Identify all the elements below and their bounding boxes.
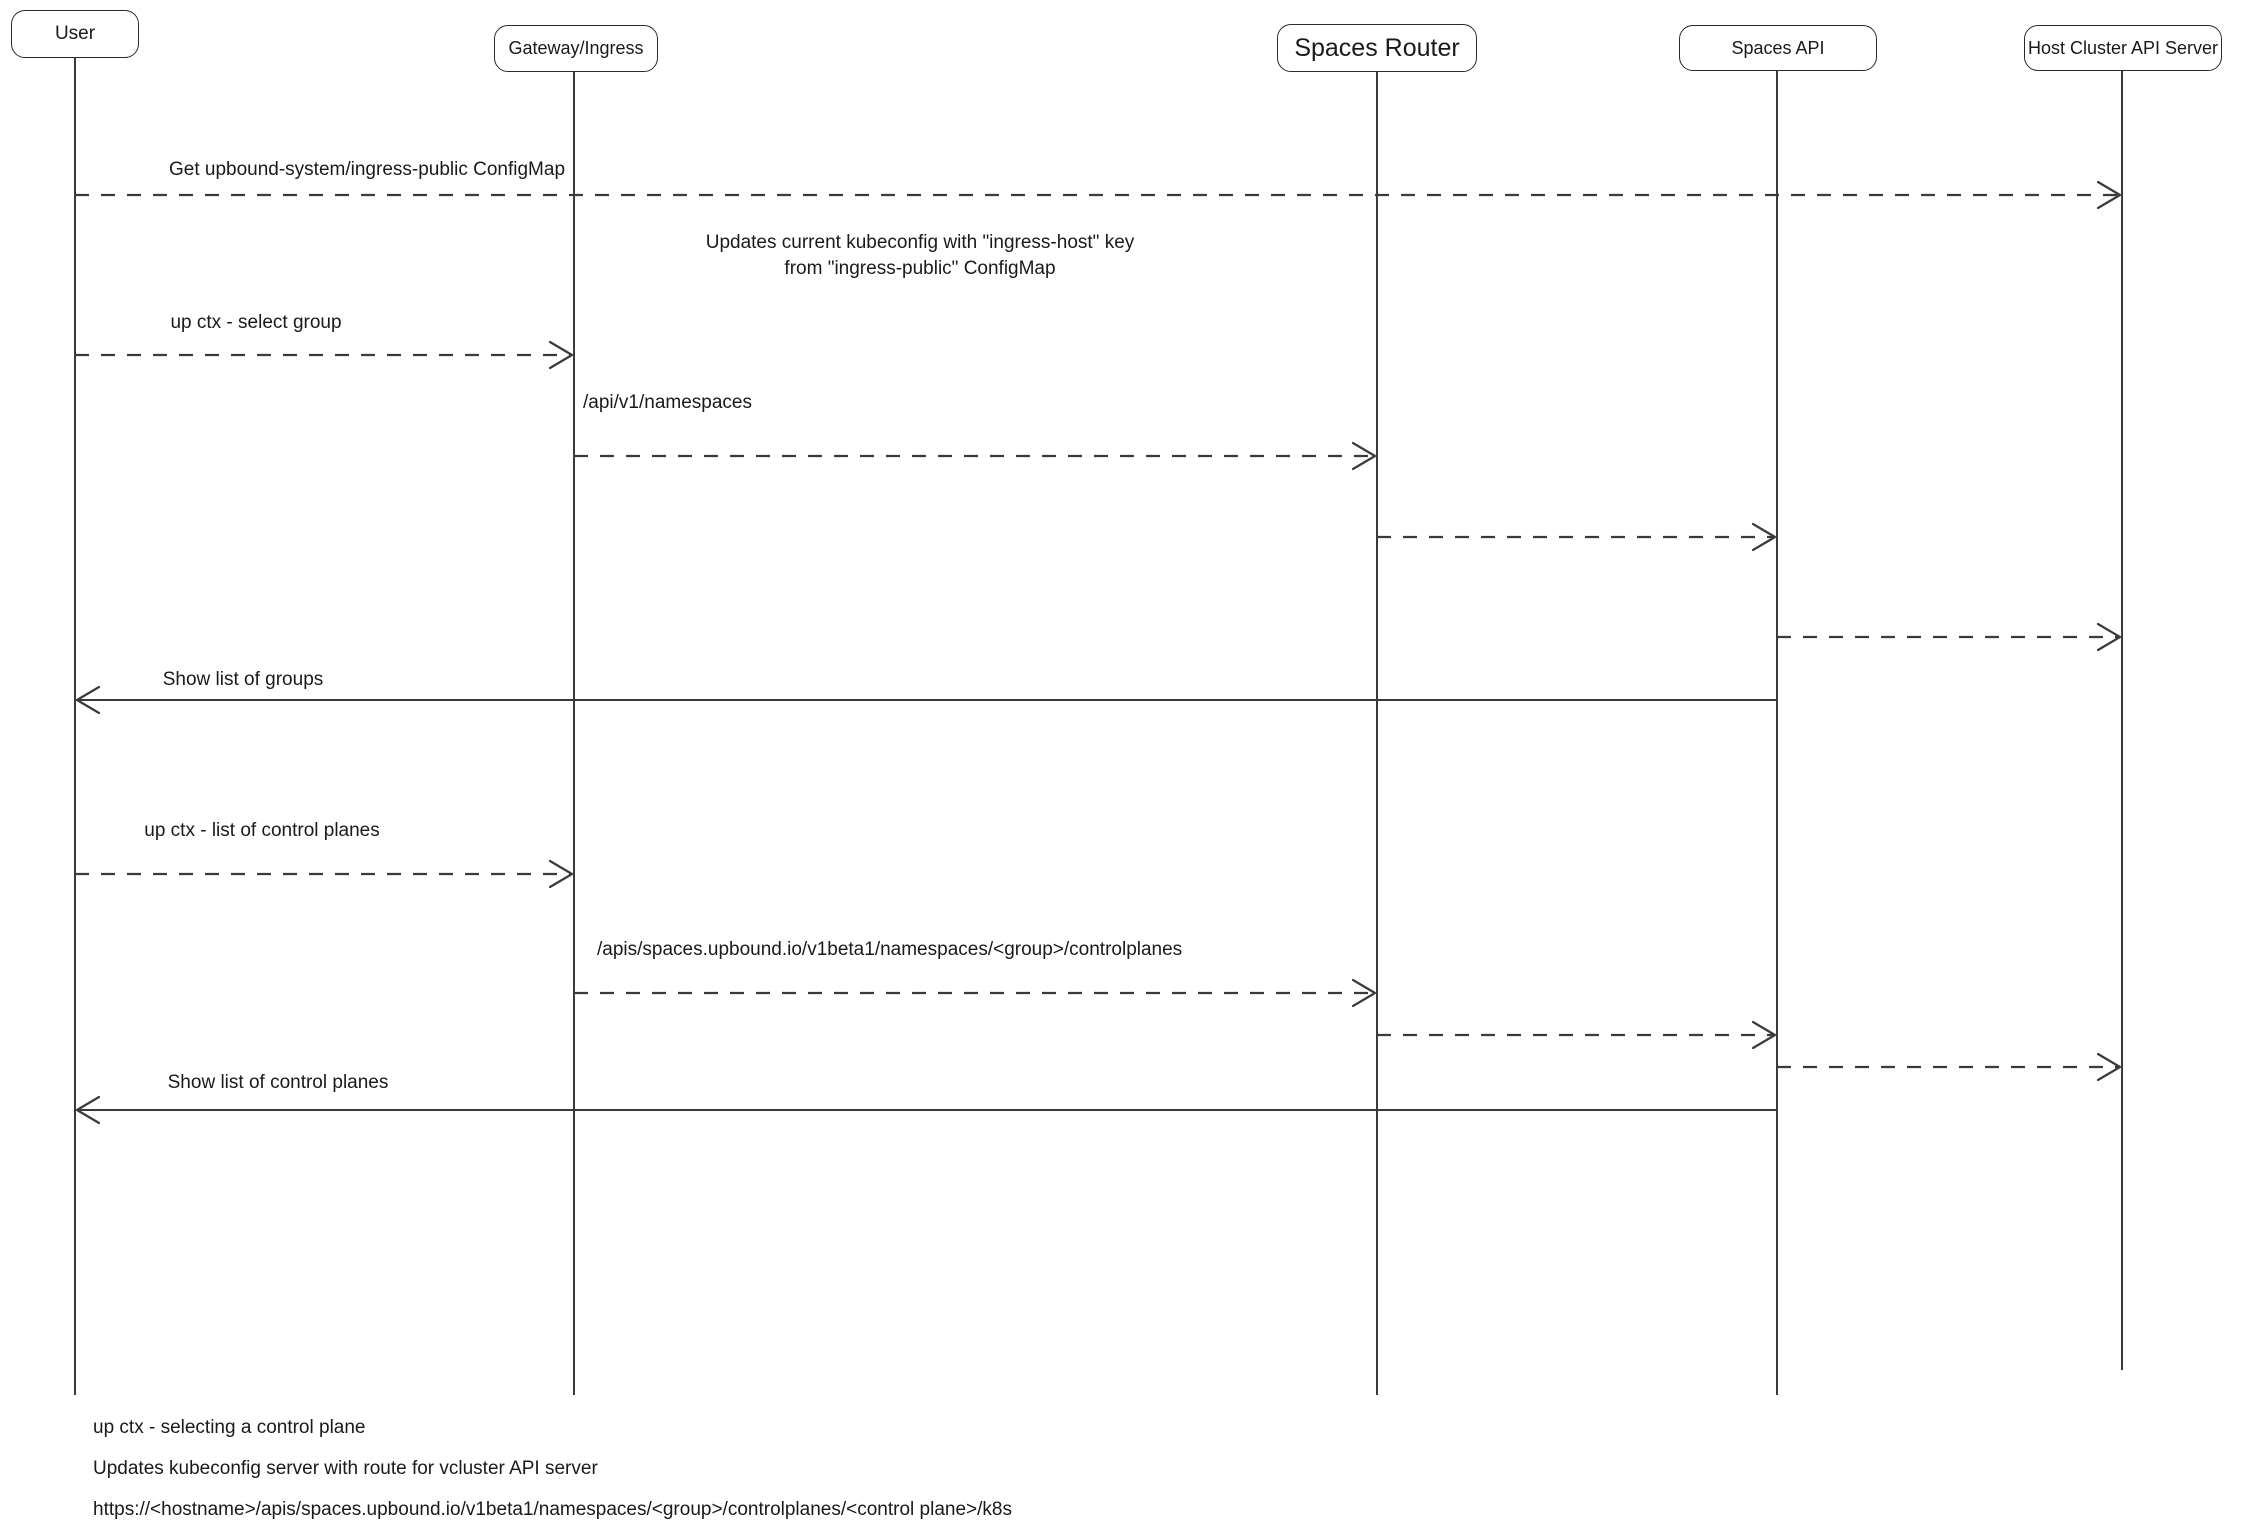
arrowhead-m5 [1751,522,1777,552]
message-label-m8: up ctx - list of control planes [144,820,380,841]
participant-box-spaces_api[interactable]: Spaces API [1679,25,1877,71]
participant-label-host_api: Host Cluster API Server [2027,37,2219,58]
arrowhead-m1 [2096,180,2122,210]
participant-label-spaces_api: Spaces API [1731,37,1825,58]
lifelines-group [74,58,2123,1395]
participant-box-gateway[interactable]: Gateway/Ingress [494,25,658,72]
message-label-m12: Show list of control planes [167,1072,389,1093]
participant-label-user: User [54,23,96,45]
arrowhead-m7 [75,685,101,715]
messages-group [75,180,2122,1125]
arrowhead-m8 [548,859,574,889]
participant-label-router: Spaces Router [1294,33,1460,62]
footer-note-note1: up ctx - selecting a control plane [93,1417,366,1438]
arrowhead-m4 [1351,441,1377,471]
arrowhead-m9 [1351,978,1377,1008]
message-label-m1: Get upbound-system/ingress-public Config… [168,159,566,180]
participant-box-router[interactable]: Spaces Router [1277,24,1477,72]
footer-note-note2: Updates kubeconfig server with route for… [93,1458,598,1479]
arrowhead-m11 [2096,1052,2122,1082]
arrowhead-m12 [75,1095,101,1125]
participant-box-host_api[interactable]: Host Cluster API Server [2024,25,2222,71]
message-label-m7: Show list of groups [162,669,324,690]
arrowhead-m10 [1751,1020,1777,1050]
participant-box-user[interactable]: User [11,10,139,58]
message-label-m9: /apis/spaces.upbound.io/v1beta1/namespac… [597,939,1183,960]
message-label-m2: Updates current kubeconfig with "ingress… [705,232,1135,279]
message-label-m3: up ctx - select group [170,312,342,333]
arrowhead-m3 [548,340,574,370]
footer-note-note3: https://<hostname>/apis/spaces.upbound.i… [93,1499,1012,1520]
participant-label-gateway: Gateway/Ingress [508,38,644,59]
message-label-m4: /api/v1/namespaces [583,392,752,413]
arrowhead-m6 [2096,622,2122,652]
